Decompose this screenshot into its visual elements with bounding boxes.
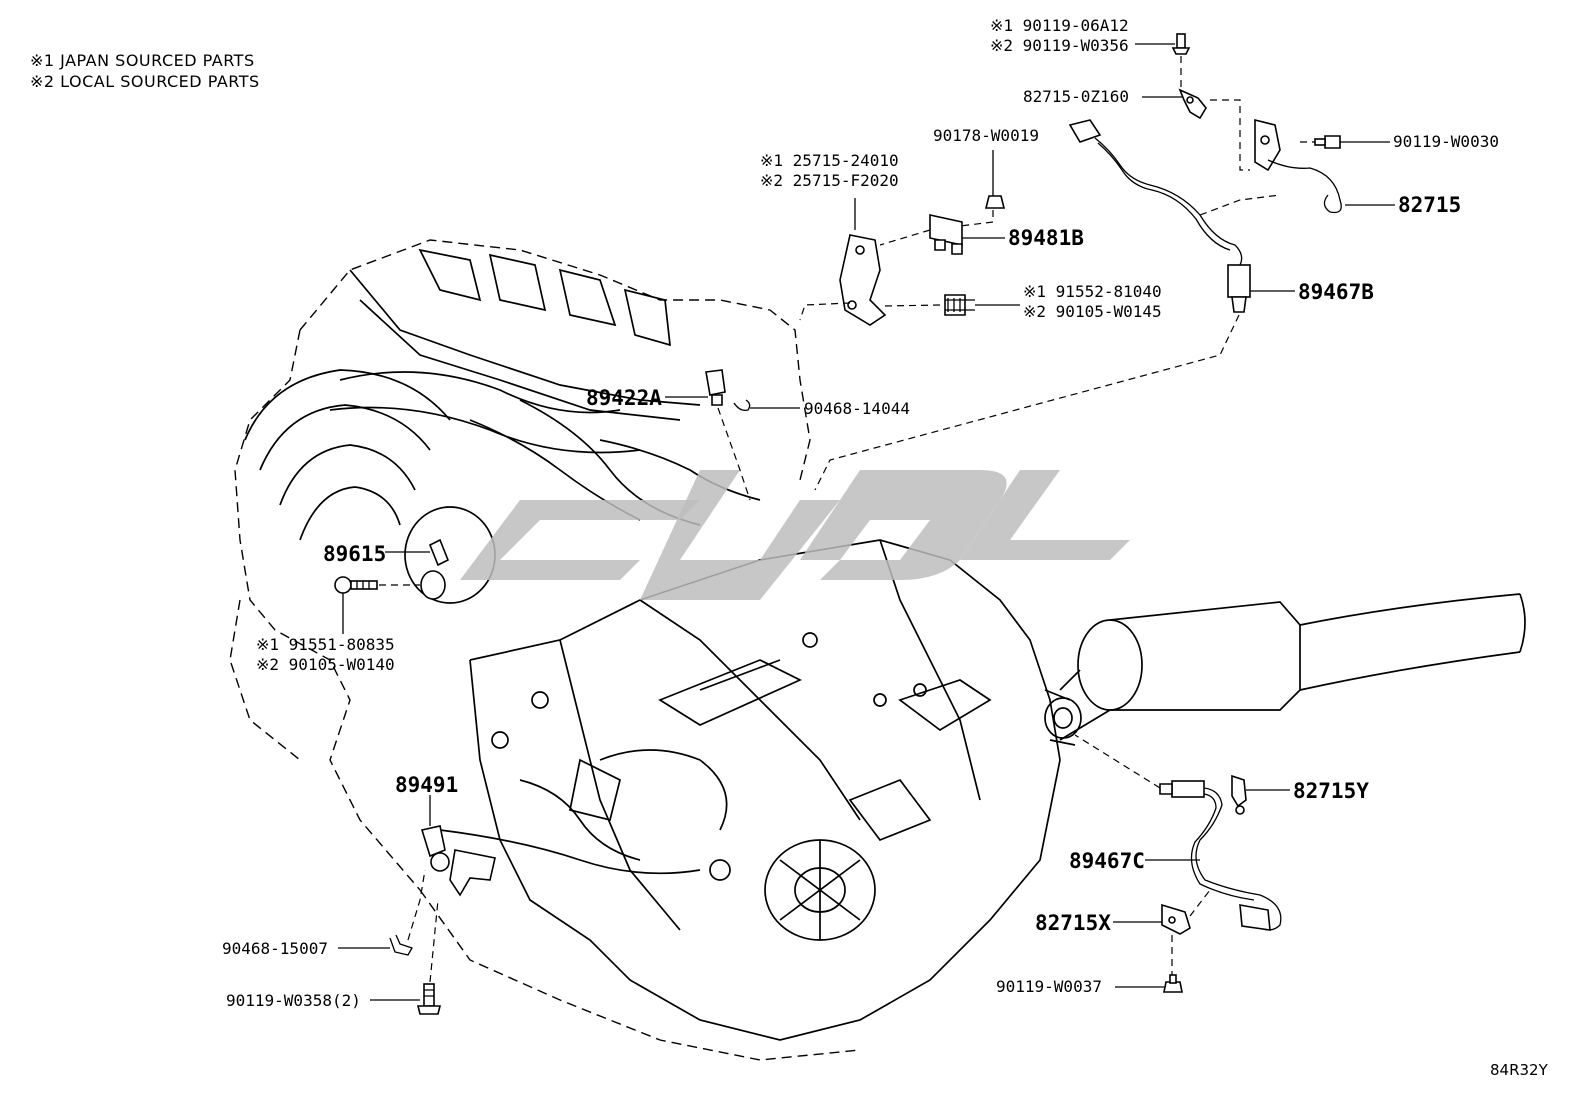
callout-90178-w0019[interactable]: 90178-W0019 [933, 126, 1039, 145]
exhaust-pipe-drawing [1044, 593, 1526, 746]
bracket-82715x-icon[interactable] [1161, 903, 1191, 935]
note-local-sourced: ※2 LOCAL SOURCED PARTS [30, 72, 260, 91]
callout-90119-06a12[interactable]: ※1 90119-06A12 [990, 16, 1129, 35]
callout-82715x[interactable]: 82715X [1035, 911, 1111, 935]
bolt-91552-81040-icon[interactable] [944, 294, 975, 316]
callout-90105-w0145[interactable]: ※2 90105-W0145 [1023, 302, 1162, 321]
sensor-89615-icon[interactable] [420, 538, 450, 600]
callout-91551-80835[interactable]: ※1 91551-80835 [256, 635, 395, 654]
callout-89467c[interactable]: 89467C [1069, 849, 1145, 873]
bolt-90119-06a12-icon[interactable] [1171, 33, 1191, 55]
bolt-90119-w0358-icon[interactable] [416, 983, 442, 1015]
clamp-90468-15007-icon[interactable] [389, 934, 413, 956]
callout-90119-w0356[interactable]: ※2 90119-W0356 [990, 36, 1129, 55]
clamp-90468-14044-icon[interactable] [733, 399, 751, 411]
bracket-25715-icon[interactable] [839, 234, 887, 326]
bracket-82715-0z160-icon[interactable] [1178, 88, 1207, 120]
bracket-82715-icon[interactable] [1254, 118, 1342, 214]
oxygen-sensor-89467b-icon[interactable] [1068, 119, 1251, 313]
callout-89422a[interactable]: 89422A [586, 386, 662, 410]
callout-82715-0z160[interactable]: 82715-0Z160 [1023, 87, 1129, 106]
callout-90119-w0037[interactable]: 90119-W0037 [996, 977, 1102, 996]
callout-90119-w0358[interactable]: 90119-W0358(2) [226, 991, 361, 1010]
callout-90105-w0140[interactable]: ※2 90105-W0140 [256, 655, 395, 674]
sensor-89422a-icon[interactable] [705, 369, 726, 406]
bolt-90119-w0037-icon[interactable] [1163, 974, 1183, 993]
callout-89467b[interactable]: 89467B [1298, 280, 1374, 304]
note-japan-sourced: ※1 JAPAN SOURCED PARTS [30, 51, 255, 70]
bolt-91551-80835-icon[interactable] [334, 576, 378, 594]
sensor-89491-icon[interactable] [420, 825, 496, 897]
callout-90468-15007[interactable]: 90468-15007 [222, 939, 328, 958]
sensor-89481b-icon[interactable] [929, 214, 963, 255]
callout-82715y[interactable]: 82715Y [1293, 779, 1369, 803]
callout-25715-f2020[interactable]: ※2 25715-F2020 [760, 171, 899, 190]
callout-25715-24010[interactable]: ※1 25715-24010 [760, 151, 899, 170]
watermark-logo [460, 470, 1130, 600]
diagram-reference-code: 84R32Y [1490, 1061, 1549, 1079]
callout-90468-14044[interactable]: 90468-14044 [804, 399, 910, 418]
bolt-90119-w0030-icon[interactable] [1314, 135, 1341, 149]
oxygen-sensor-89467c-icon[interactable] [1159, 780, 1282, 931]
callout-82715[interactable]: 82715 [1398, 193, 1461, 217]
callout-89615[interactable]: 89615 [323, 542, 386, 566]
callout-91552-81040[interactable]: ※1 91552-81040 [1023, 282, 1162, 301]
callout-89481b[interactable]: 89481B [1008, 226, 1084, 250]
nut-90178-w0019-icon[interactable] [984, 195, 1006, 209]
callout-90119-w0030[interactable]: 90119-W0030 [1393, 132, 1499, 151]
clip-82715y-icon[interactable] [1231, 774, 1247, 815]
callout-89491[interactable]: 89491 [395, 773, 458, 797]
